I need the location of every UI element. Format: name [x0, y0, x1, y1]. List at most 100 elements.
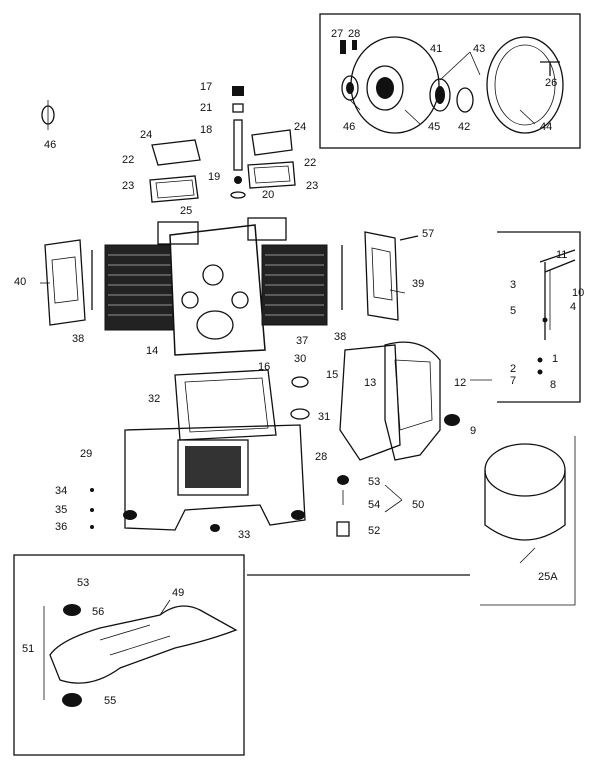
label-4: 4: [570, 301, 576, 313]
gear-cover-group: [339, 341, 460, 461]
label-53a: 53: [368, 476, 380, 488]
leader-lines: [40, 51, 536, 616]
label-5: 5: [510, 305, 516, 317]
inset-frame-right: [497, 231, 581, 403]
air-filter-group: [480, 436, 576, 606]
bolt-part: [340, 40, 346, 54]
label-56: 56: [92, 606, 104, 618]
label-21: 21: [200, 102, 212, 114]
label-38a: 38: [72, 333, 84, 345]
label-36: 36: [55, 521, 67, 533]
label-10: 10: [572, 287, 584, 299]
air-filter-body: [484, 470, 566, 541]
seal-9: [444, 414, 460, 426]
cylinder-cover-right: [247, 129, 296, 189]
label-32: 32: [148, 393, 160, 405]
label-8: 8: [550, 379, 556, 391]
label-45: 45: [428, 121, 440, 133]
label-53b: 53: [77, 577, 89, 589]
grommet-top: [63, 604, 81, 616]
washer-31: [290, 408, 310, 420]
label-28a: 28: [348, 28, 360, 40]
label-41: 41: [430, 43, 442, 55]
small-part-46: [41, 100, 55, 130]
label-9: 9: [470, 425, 476, 437]
cylinder-head-left: [44, 239, 86, 326]
cylinder-head-right: [364, 231, 399, 321]
label-34: 34: [55, 485, 67, 497]
label-18: 18: [200, 124, 212, 136]
label-46b: 46: [44, 139, 56, 151]
label-13: 13: [364, 377, 376, 389]
crankcase: [169, 224, 266, 356]
label-40: 40: [14, 276, 26, 288]
muffler-shield: [49, 605, 238, 684]
label-31: 31: [318, 411, 330, 423]
governor-arm: [539, 249, 576, 263]
label-25: 25: [180, 205, 192, 217]
label-25A: 25A: [538, 571, 558, 583]
flywheel-hub: [366, 65, 404, 111]
inset-muffler-group: [13, 554, 245, 756]
label-12: 12: [454, 377, 466, 389]
flywheel-housing: [350, 36, 440, 134]
inset-frame-top-right: [319, 13, 581, 149]
part-53: [337, 475, 349, 485]
label-33: 33: [238, 529, 250, 541]
gasket-part: [486, 36, 564, 134]
cylinder-cover-left: [149, 139, 201, 203]
engine-block: [44, 217, 419, 356]
label-16: 16: [258, 361, 270, 373]
label-24a: 24: [140, 129, 152, 141]
label-49: 49: [172, 587, 184, 599]
label-37: 37: [296, 335, 308, 347]
oil-pan-group: [123, 369, 306, 532]
label-35: 35: [55, 504, 67, 516]
label-22b: 22: [304, 157, 316, 169]
label-20: 20: [262, 189, 274, 201]
label-3: 3: [510, 279, 516, 291]
inset-flywheel-group: [319, 13, 581, 149]
label-17: 17: [200, 81, 212, 93]
label-30: 30: [294, 353, 306, 365]
label-15: 15: [326, 369, 338, 381]
label-24b: 24: [294, 121, 306, 133]
label-11: 11: [556, 249, 567, 261]
label-27: 27: [331, 28, 343, 40]
label-44: 44: [540, 121, 552, 133]
inset-governor-group: [497, 231, 581, 403]
label-23a: 23: [122, 180, 134, 192]
inset-frame-bottom-left: [13, 554, 245, 756]
label-38b: 38: [334, 331, 346, 343]
flywheel-hub-bore: [376, 77, 394, 99]
label-39: 39: [412, 278, 424, 290]
breather-stack: [230, 86, 246, 199]
pan-gasket: [174, 369, 277, 441]
gear-cover-gasket: [339, 344, 401, 461]
cylinder-left: [104, 244, 176, 331]
label-54: 54: [368, 499, 380, 511]
label-46a: 46: [343, 121, 355, 133]
gear-cover: [384, 341, 441, 461]
label-19: 19: [208, 171, 220, 183]
label-55: 55: [104, 695, 116, 707]
air-filter-top: [484, 443, 566, 497]
label-22a: 22: [122, 154, 134, 166]
label-51: 51: [22, 643, 34, 655]
label-23b: 23: [306, 180, 318, 192]
seal-part: [429, 78, 451, 112]
label-14: 14: [146, 345, 158, 357]
label-42: 42: [458, 121, 470, 133]
label-57: 57: [422, 228, 434, 240]
label-43: 43: [473, 43, 485, 55]
label-29: 29: [80, 448, 92, 460]
ring-part: [456, 87, 474, 113]
grommet-bottom: [62, 693, 82, 707]
part-52: [336, 521, 350, 537]
label-52: 52: [368, 525, 380, 537]
label-7: 7: [510, 375, 516, 387]
label-26: 26: [545, 77, 557, 89]
washer-30: [291, 376, 309, 388]
